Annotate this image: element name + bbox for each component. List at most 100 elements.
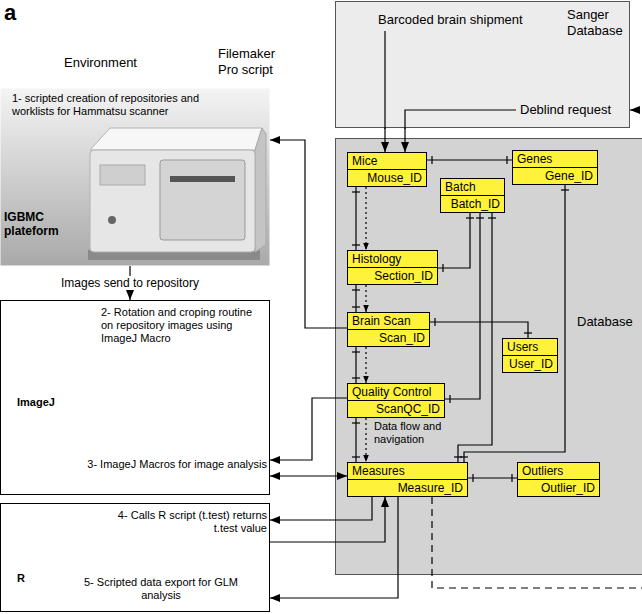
table-name: Batch bbox=[441, 179, 504, 196]
text-slot: Filemaker Pro script bbox=[218, 46, 293, 77]
text-slot: ImageJ bbox=[17, 396, 77, 409]
table-name: Outliers bbox=[518, 463, 599, 480]
box-text: 3- ImageJ Macros for image analysis bbox=[61, 458, 267, 471]
text-slot: Barcoded brain shipment bbox=[378, 12, 523, 28]
box-text: Sanger Database bbox=[567, 7, 627, 38]
relation-line bbox=[355, 347, 356, 383]
connector-arrow bbox=[270, 497, 398, 598]
relation-line bbox=[355, 418, 356, 462]
table-key: Section_ID bbox=[348, 268, 437, 284]
relation-line bbox=[464, 185, 565, 462]
text-slot: Database bbox=[577, 314, 639, 330]
text-slot: Sanger Database bbox=[567, 7, 627, 38]
text-slot: Environment bbox=[64, 55, 137, 71]
table-box: HistologySection_ID bbox=[347, 250, 438, 285]
connector-arrow bbox=[270, 140, 347, 328]
connector-arrow bbox=[384, 128, 385, 152]
shipment-label: Barcoded brain shipment bbox=[378, 12, 523, 28]
relation-line bbox=[445, 213, 480, 399]
connector-arrow bbox=[270, 398, 347, 460]
leader-line bbox=[384, 31, 385, 129]
relation-line bbox=[355, 187, 356, 250]
scanner-button bbox=[108, 216, 116, 224]
relation-line bbox=[355, 285, 356, 312]
table-name: Measures bbox=[348, 463, 467, 480]
table-box: BatchBatch_ID bbox=[440, 178, 505, 213]
scanner-slot bbox=[170, 176, 235, 182]
relation-line bbox=[427, 159, 512, 160]
table-name: Mice bbox=[348, 153, 426, 170]
connector-arrow bbox=[270, 475, 347, 476]
text-slot: 1- scripted creation of repositories and… bbox=[12, 92, 217, 118]
scanner-body bbox=[90, 150, 255, 252]
edge-label: Images send to repository bbox=[58, 276, 202, 290]
table-name: Brain Scan bbox=[348, 313, 429, 330]
table-box: Brain ScanScan_ID bbox=[347, 312, 430, 347]
table-box: MiceMouse_ID bbox=[347, 152, 427, 187]
flow-arrow bbox=[365, 347, 366, 383]
flow-arrow bbox=[365, 418, 366, 462]
scanner-side bbox=[255, 128, 266, 252]
text-slot: R bbox=[17, 572, 47, 585]
table-key: Mouse_ID bbox=[348, 170, 426, 186]
box-text: 5- Scripted data export for GLM analysis bbox=[71, 576, 251, 602]
leader-line bbox=[405, 110, 516, 129]
table-key: Measure_ID bbox=[348, 480, 467, 496]
connector-arrow bbox=[404, 128, 405, 152]
flow-arrow bbox=[365, 285, 366, 312]
text-slot: 2- Rotation and croping routine on repos… bbox=[101, 306, 267, 346]
text-slot: a bbox=[4, 0, 16, 26]
text-slot: Images send to repository bbox=[58, 276, 202, 290]
relation-line bbox=[438, 213, 470, 268]
connector-arrow bbox=[270, 497, 385, 542]
connector-arrow bbox=[270, 497, 372, 520]
box-text: Database bbox=[577, 314, 639, 330]
request-label: Deblind request bbox=[520, 102, 611, 118]
table-key: ScanQC_ID bbox=[348, 401, 444, 417]
scanner-illustration bbox=[88, 128, 266, 260]
table-key: Batch_ID bbox=[441, 196, 504, 212]
text-slot: 4- Calls R script (t.test) returns t.tes… bbox=[111, 509, 267, 535]
box-heading: R bbox=[17, 572, 47, 585]
table-key: Outlier_ID bbox=[518, 480, 599, 496]
text-slot: 5- Scripted data export for GLM analysis bbox=[71, 576, 251, 602]
table-key: Gene_ID bbox=[513, 168, 597, 184]
table-box: OutliersOutlier_ID bbox=[517, 462, 600, 497]
script-label: Filemaker Pro script bbox=[218, 46, 293, 77]
table-box: GenesGene_ID bbox=[512, 150, 598, 185]
scanner-photo-box: 1- scripted creation of repositories and… bbox=[0, 88, 270, 266]
relation-line bbox=[430, 322, 528, 338]
text-slot: Data flow and navigation bbox=[374, 420, 452, 446]
table-name: Genes bbox=[513, 151, 597, 168]
table-key: Scan_ID bbox=[348, 330, 429, 346]
leader-lines bbox=[385, 31, 516, 129]
panel-fill bbox=[336, 2, 630, 128]
scanner-top bbox=[90, 128, 262, 150]
software-box: 2- Rotation and croping routine on repos… bbox=[0, 300, 270, 495]
box-text: 2- Rotation and croping routine on repos… bbox=[101, 306, 267, 346]
panel-fills bbox=[1, 2, 642, 575]
table-name: Quality Control bbox=[348, 384, 444, 401]
panel-fill bbox=[336, 139, 642, 575]
panel-letter: a bbox=[4, 0, 16, 26]
table-box: UsersUser_ID bbox=[502, 338, 558, 373]
relation-line bbox=[458, 213, 492, 462]
connector-arrow bbox=[432, 110, 642, 588]
photo-background bbox=[1, 89, 270, 266]
box-heading: ImageJ bbox=[17, 396, 77, 409]
table-box: MeasuresMeasure_ID bbox=[347, 462, 468, 497]
scanner-panel bbox=[100, 165, 145, 185]
flow-arrow bbox=[365, 187, 366, 250]
scanner-door bbox=[160, 160, 245, 240]
box-text: 1- scripted creation of repositories and… bbox=[12, 92, 217, 118]
text-slot: 3- ImageJ Macros for image analysis bbox=[61, 458, 267, 471]
box-heading: IGBMC plateform bbox=[4, 210, 66, 239]
table-box: Quality ControlScanQC_ID bbox=[347, 383, 445, 418]
table-key: User_ID bbox=[503, 356, 557, 372]
relation-line bbox=[468, 477, 517, 478]
database-panel: DatabaseMiceMouse_IDGenesGene_IDBatchBat… bbox=[335, 138, 642, 575]
connectors bbox=[130, 110, 642, 598]
box-text: 4- Calls R script (t.test) returns t.tes… bbox=[111, 509, 267, 535]
software-box: 4- Calls R script (t.test) returns t.tes… bbox=[0, 503, 270, 612]
